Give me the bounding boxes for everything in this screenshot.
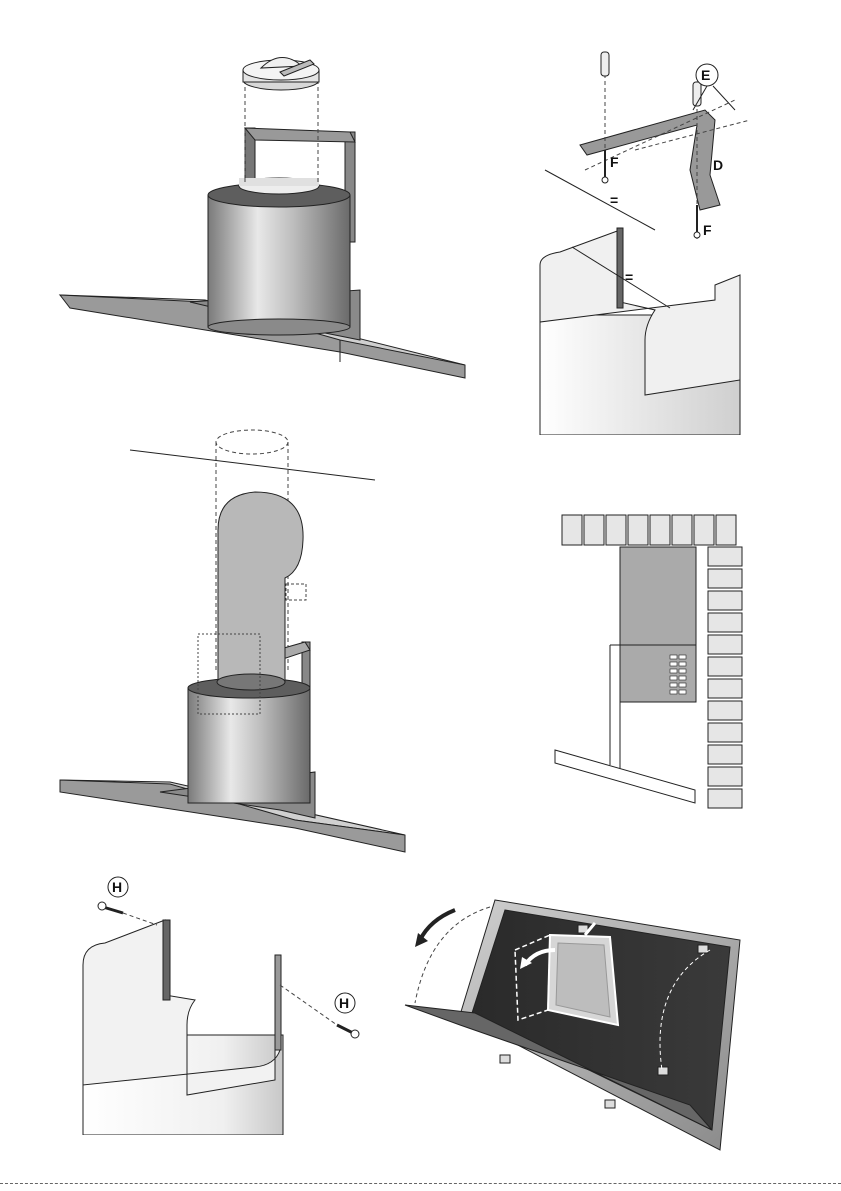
screw-icon	[602, 150, 608, 183]
equal-mark-upper: =	[610, 192, 618, 208]
panel-grease-filter	[400, 895, 745, 1155]
chimney-cylinder	[188, 688, 310, 803]
label-f-lower: F	[703, 222, 712, 238]
carbon-filter-icon	[243, 57, 319, 90]
brick-column-side	[708, 547, 742, 808]
brick-row-top	[562, 515, 736, 545]
page-bottom-rule	[0, 1183, 841, 1184]
clamp-icon	[286, 584, 306, 600]
panel-wall-section	[540, 505, 755, 825]
screw-icon	[98, 902, 123, 913]
latch-icon	[500, 1055, 510, 1063]
panel-chimney-cover: H H	[75, 875, 375, 1135]
chimney-cylinder	[208, 195, 350, 327]
ceiling-line	[130, 450, 375, 480]
wall-bracket	[580, 110, 720, 210]
latch-icon	[605, 1100, 615, 1108]
label-h-upper: H	[112, 879, 122, 895]
label-h-lower: H	[339, 995, 349, 1011]
label-e: E	[701, 67, 710, 83]
hood-slab	[555, 750, 695, 803]
panel-filter-install	[40, 40, 480, 390]
latch-icon	[658, 1067, 668, 1075]
label-d: D	[713, 157, 723, 173]
panel-bracket-mounting: = = E D F F	[525, 40, 810, 435]
screw-icon	[337, 1025, 359, 1038]
wall-plug-icon	[601, 52, 609, 76]
chimney-upper-cover	[83, 920, 280, 1095]
panel-duct-connection	[40, 420, 420, 860]
screw-icon	[694, 205, 700, 238]
label-f-upper: F	[610, 154, 619, 170]
equal-mark-lower: =	[625, 269, 633, 285]
